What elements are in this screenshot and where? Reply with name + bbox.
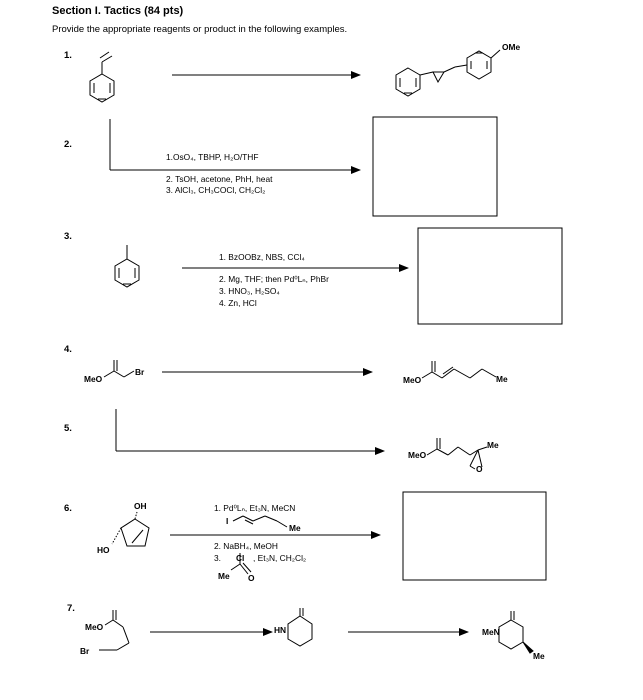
toluene-structure <box>114 245 140 288</box>
unsaturated-ester-product <box>421 361 497 379</box>
reagent6-methyl-label: Me <box>289 523 301 533</box>
acetyl-oxygen-label: O <box>248 573 255 583</box>
conditions-3-step-2: 2. Mg, THF; then Pd⁰Lₙ, PhBr <box>219 274 329 284</box>
problem-number-2: 2. <box>64 139 72 150</box>
problem-number-1: 1. <box>64 50 72 61</box>
answer-box-6 <box>402 491 547 581</box>
product5-epoxide-oxygen-label: O <box>476 464 483 474</box>
product7-methyl-label: Me <box>533 651 545 661</box>
conditions-6-step-2: 2. NaBH₄, MeOH <box>214 541 278 551</box>
problem-number-6: 6. <box>64 503 72 514</box>
answer-box-2 <box>372 116 498 217</box>
conditions-3-step-3: 3. HNO₃, H₂SO₄ <box>219 286 280 296</box>
iodo-label: I <box>226 516 229 526</box>
conditions-2-step-1: 1.OsO₄, TBHP, H₂O/THF <box>166 152 259 162</box>
product4-methoxy-label: MeO <box>403 375 422 385</box>
product7-nmethyl-label: MeN <box>482 627 500 637</box>
product4-methyl-label: Me <box>496 374 508 384</box>
acetyl-methyl-label: Me <box>218 571 230 581</box>
methyl-bromobutanoate-structure <box>99 610 130 651</box>
conditions-6-step-3: , Et₃N, CH₂Cl₂ <box>253 553 307 563</box>
sm4-methoxy-label: MeO <box>84 374 103 384</box>
problem-number-5: 5. <box>64 423 72 434</box>
styrene-structure <box>89 51 115 103</box>
acetyl-chloride-reagent <box>230 553 252 575</box>
sm6-hydroxy-label-2: HO <box>97 545 110 555</box>
product5-methoxy-label: MeO <box>408 450 427 460</box>
sm6-hydroxy-label: OH <box>134 501 147 511</box>
conditions-3-step-4: 4. Zn, HCl <box>219 298 257 308</box>
instructions: Provide the appropriate reagents or prod… <box>52 24 348 35</box>
conditions-2-step-2: 2. TsOH, acetone, PhH, heat <box>166 174 273 184</box>
problem-number-3: 3. <box>64 231 72 242</box>
problem-number-4: 4. <box>64 344 72 355</box>
conditions-6-step-1: 1. Pd⁰Lₙ, Et₃N, MeCN <box>214 503 296 513</box>
product5-methyl-label: Me <box>487 440 499 450</box>
answer-box-3 <box>417 227 563 325</box>
problem-number-7: 7. <box>67 603 75 614</box>
conditions-2-step-3: 3. AlCl₃, CH₃COCl, CH₂Cl₂ <box>166 185 266 195</box>
epoxide-ester-product <box>426 438 488 470</box>
iodoalkene-reagent <box>232 515 288 528</box>
section-title: Section I. Tactics (84 pts) <box>52 5 184 17</box>
piperidinone-nh-label: HN <box>274 625 287 635</box>
methyl-piperidinone-product <box>498 611 534 654</box>
sm7-methoxy-label: MeO <box>85 622 104 632</box>
methyl-bromoacetate-structure <box>103 360 135 378</box>
conditions-3-step-1: 1. BzOOBz, NBS, CCl₄ <box>219 252 305 262</box>
sm4-bromo-label: Br <box>135 367 145 377</box>
cyclopentene-diol-structure <box>111 511 150 547</box>
chloro-label: Cl <box>236 553 245 563</box>
sm7-bromo-label: Br <box>80 646 90 656</box>
methoxy-label: OMe <box>502 42 521 52</box>
conditions-6-step-3-number: 3. <box>214 553 221 563</box>
piperidinone-structure <box>287 608 313 647</box>
cyclopropane-product <box>395 49 501 97</box>
